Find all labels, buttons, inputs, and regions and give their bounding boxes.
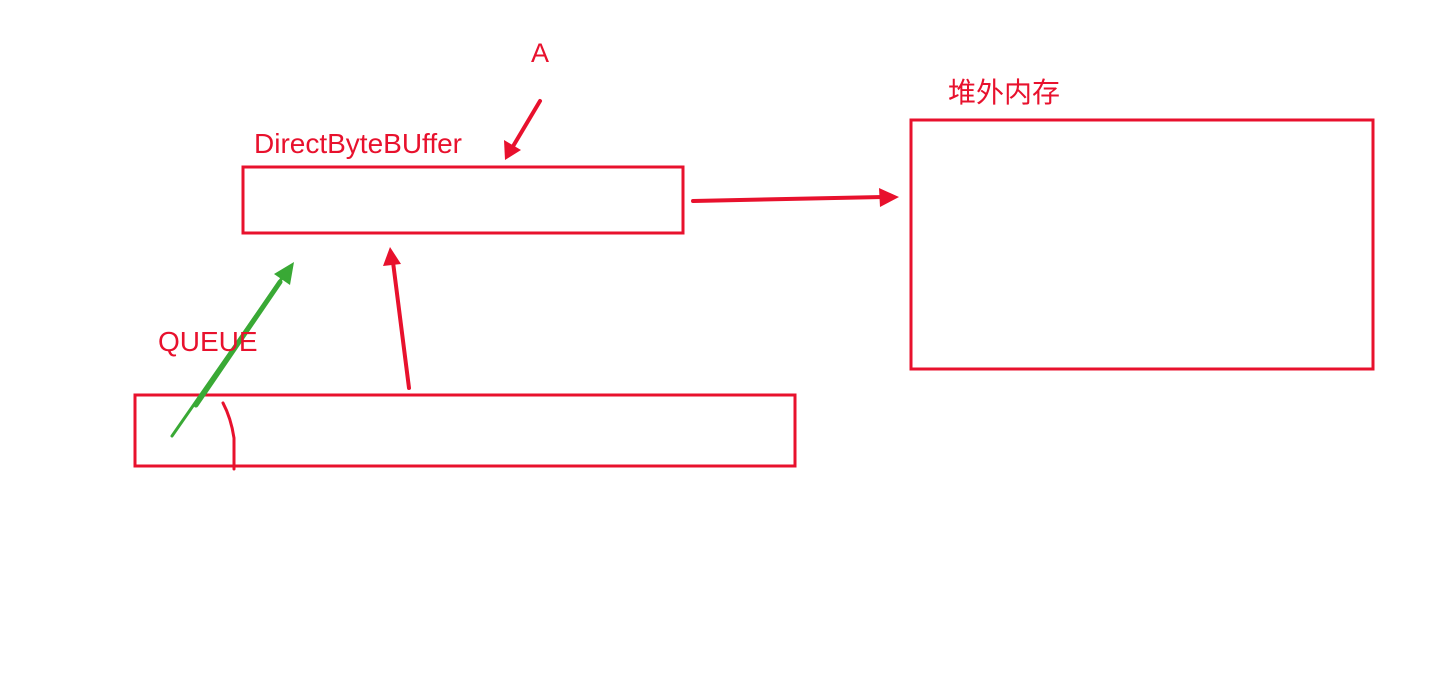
label-queue: QUEUE: [158, 326, 258, 357]
arrow-buffer-to-offheap: [691, 188, 899, 207]
queue-box: [133, 393, 797, 468]
off-heap-memory-box: [909, 118, 1375, 371]
arrow-queue-to-buffer-green: [170, 262, 294, 438]
arrow-queue-to-buffer-red: [383, 247, 411, 390]
label-direct-byte-buffer: DirectByteBUffer: [254, 128, 462, 159]
arrow-a-to-buffer: [504, 99, 542, 160]
label-off-heap-memory: 堆外内存: [948, 77, 1061, 108]
queue-pointer-mark: [221, 401, 236, 471]
direct-byte-buffer-box: [241, 165, 685, 235]
label-a: A: [531, 38, 550, 68]
